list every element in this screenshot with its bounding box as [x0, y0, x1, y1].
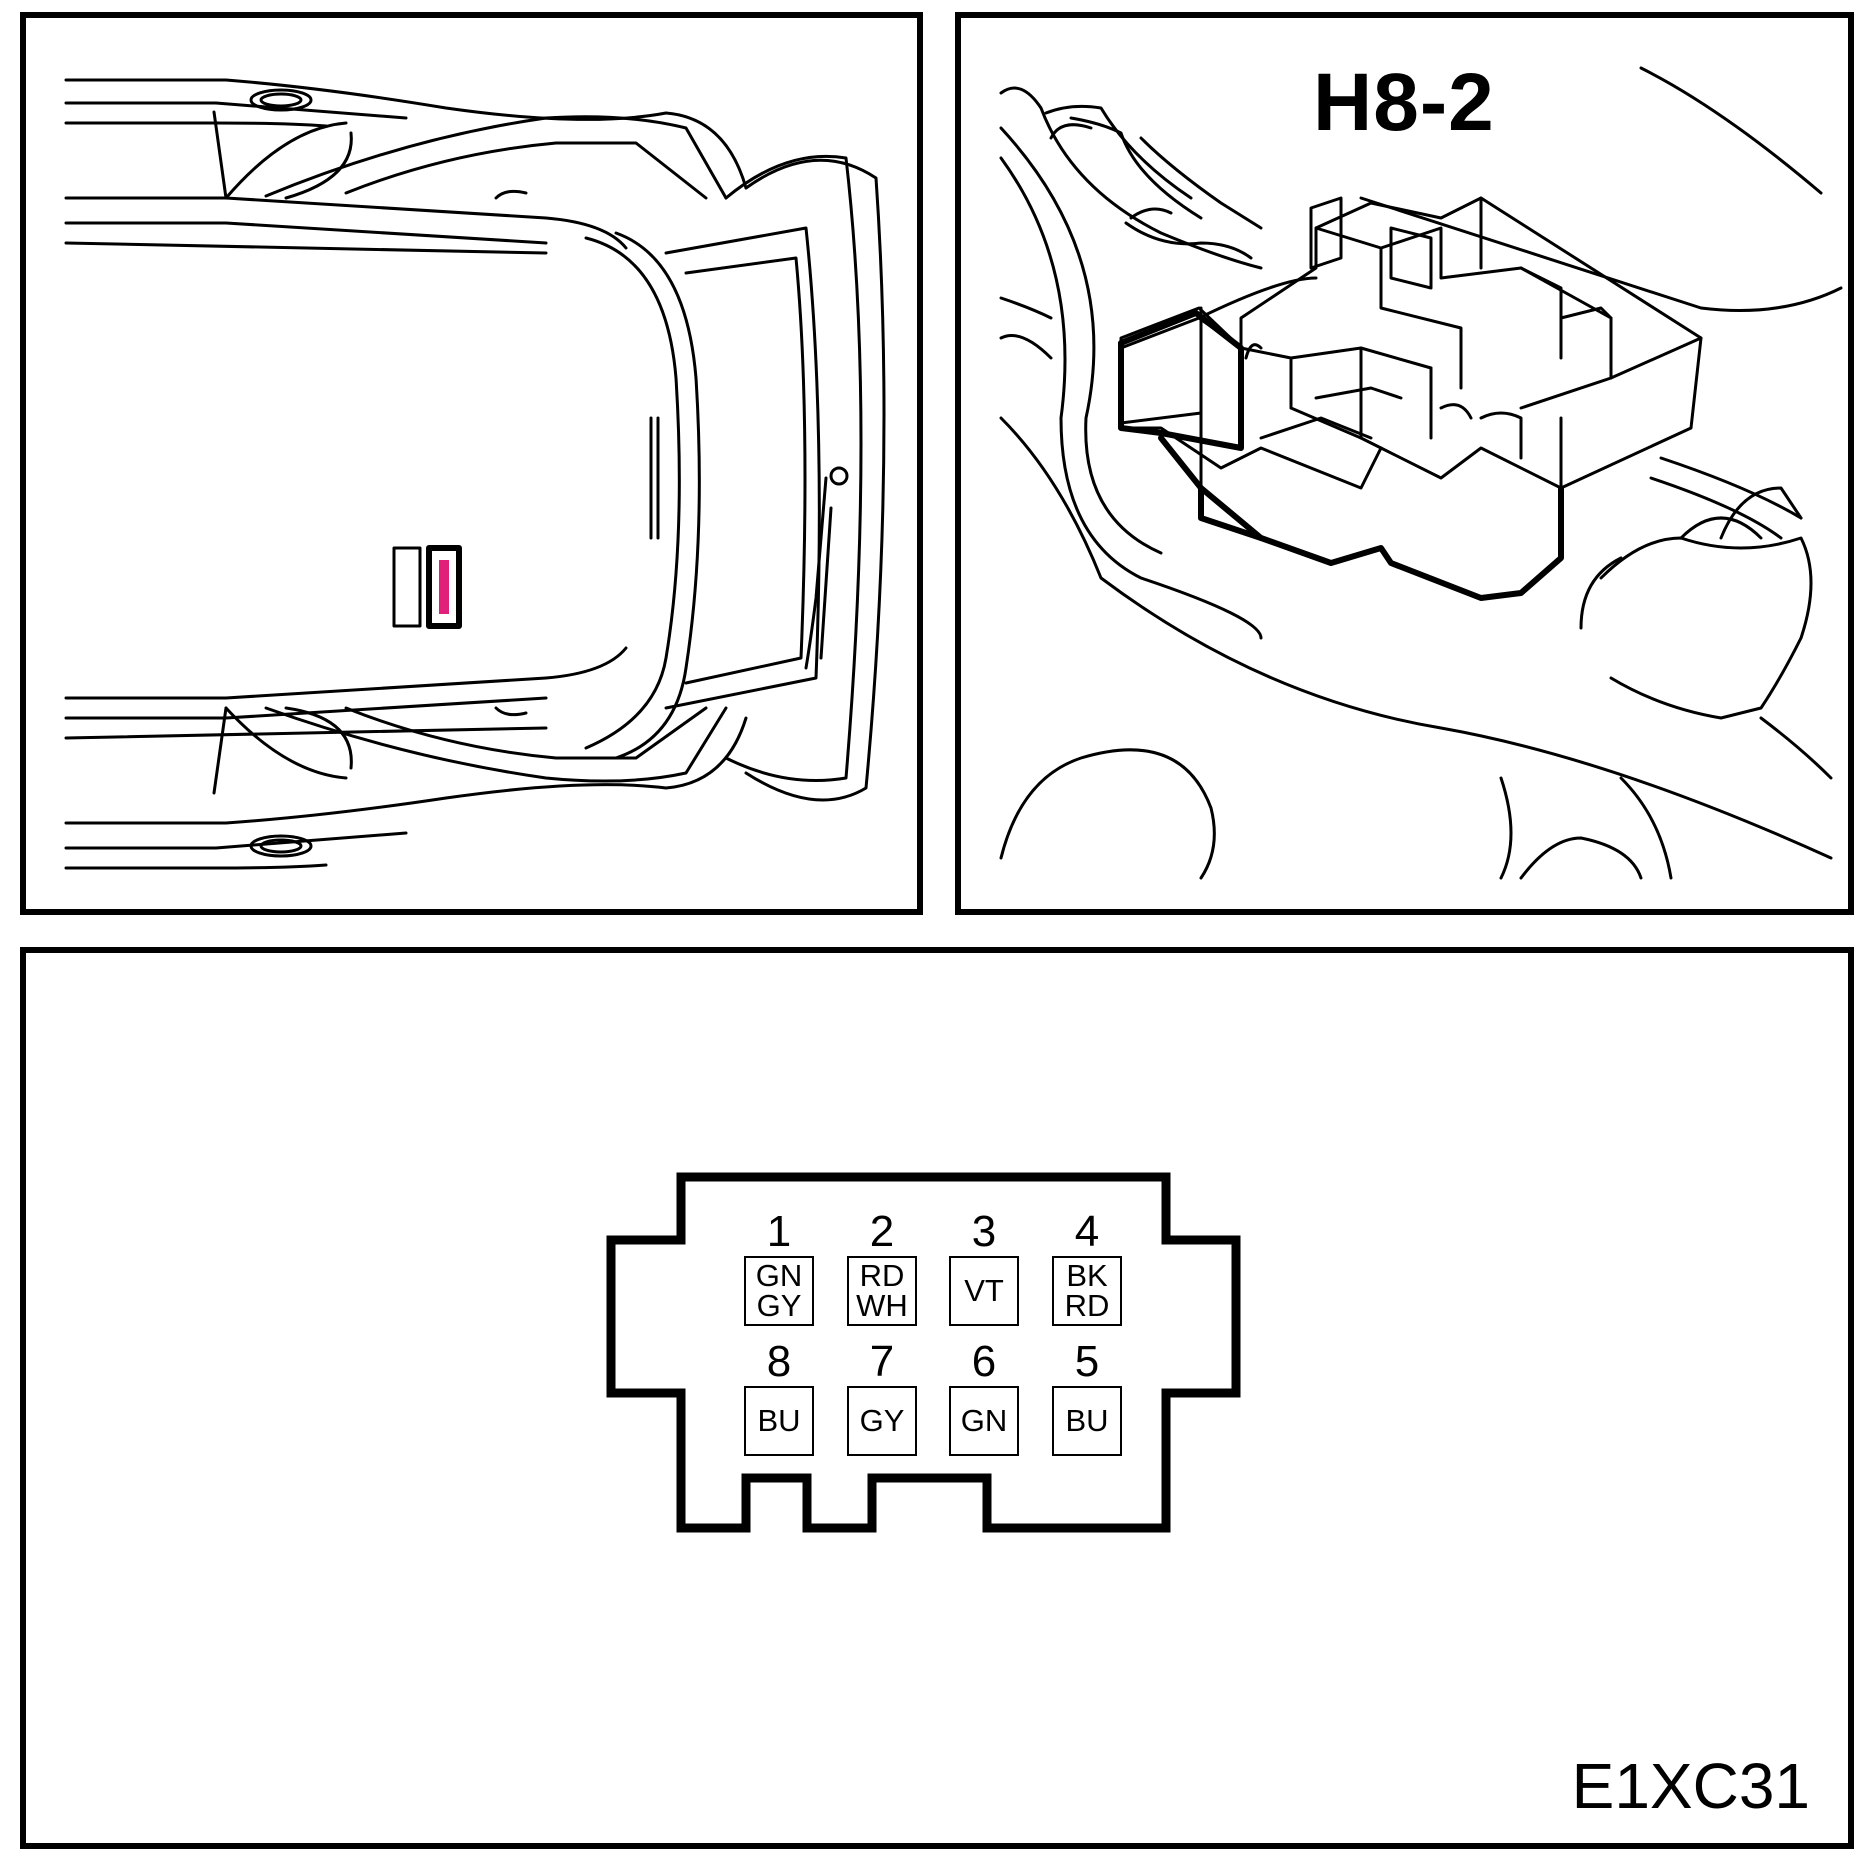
pin-1: 1 GN GY: [742, 1210, 816, 1326]
pin-6-wire-color: GN: [949, 1386, 1019, 1456]
pin-7: 7 GY: [845, 1340, 919, 1456]
diagram-id: E1XC31: [1571, 1750, 1810, 1822]
connector-installation-drawing: [999, 66, 1843, 880]
pin-2-wire-color: RD WH: [847, 1256, 917, 1326]
connector-label: H8-2: [1313, 57, 1495, 148]
vehicle-outline-drawing: [64, 78, 886, 870]
pin-2: 2 RD WH: [845, 1210, 919, 1326]
pin-8-wire-color: BU: [744, 1386, 814, 1456]
connector-location-panel: H8-2: [955, 12, 1854, 915]
pin-3: 3 VT: [947, 1210, 1021, 1326]
pin-1-wire-color: GN GY: [744, 1256, 814, 1326]
pin-6: 6 GN: [947, 1340, 1021, 1456]
pin-5-wire-color: BU: [1052, 1386, 1122, 1456]
pin-5: 5 BU: [1050, 1340, 1124, 1456]
connector-housing-outline: [606, 1172, 1241, 1533]
connector-location-marker: [439, 560, 449, 614]
pin-7-wire-color: GY: [847, 1386, 917, 1456]
pin-8: 8 BU: [742, 1340, 816, 1456]
pin-4: 4 BK RD: [1050, 1210, 1124, 1326]
pin-3-wire-color: VT: [949, 1256, 1019, 1326]
connector-face-panel: 1 GN GY 2 RD WH 3 VT 4 BK RD 8 BU 7 GY: [20, 947, 1854, 1849]
pin-4-wire-color: BK RD: [1052, 1256, 1122, 1326]
vehicle-top-view-panel: [20, 12, 923, 915]
